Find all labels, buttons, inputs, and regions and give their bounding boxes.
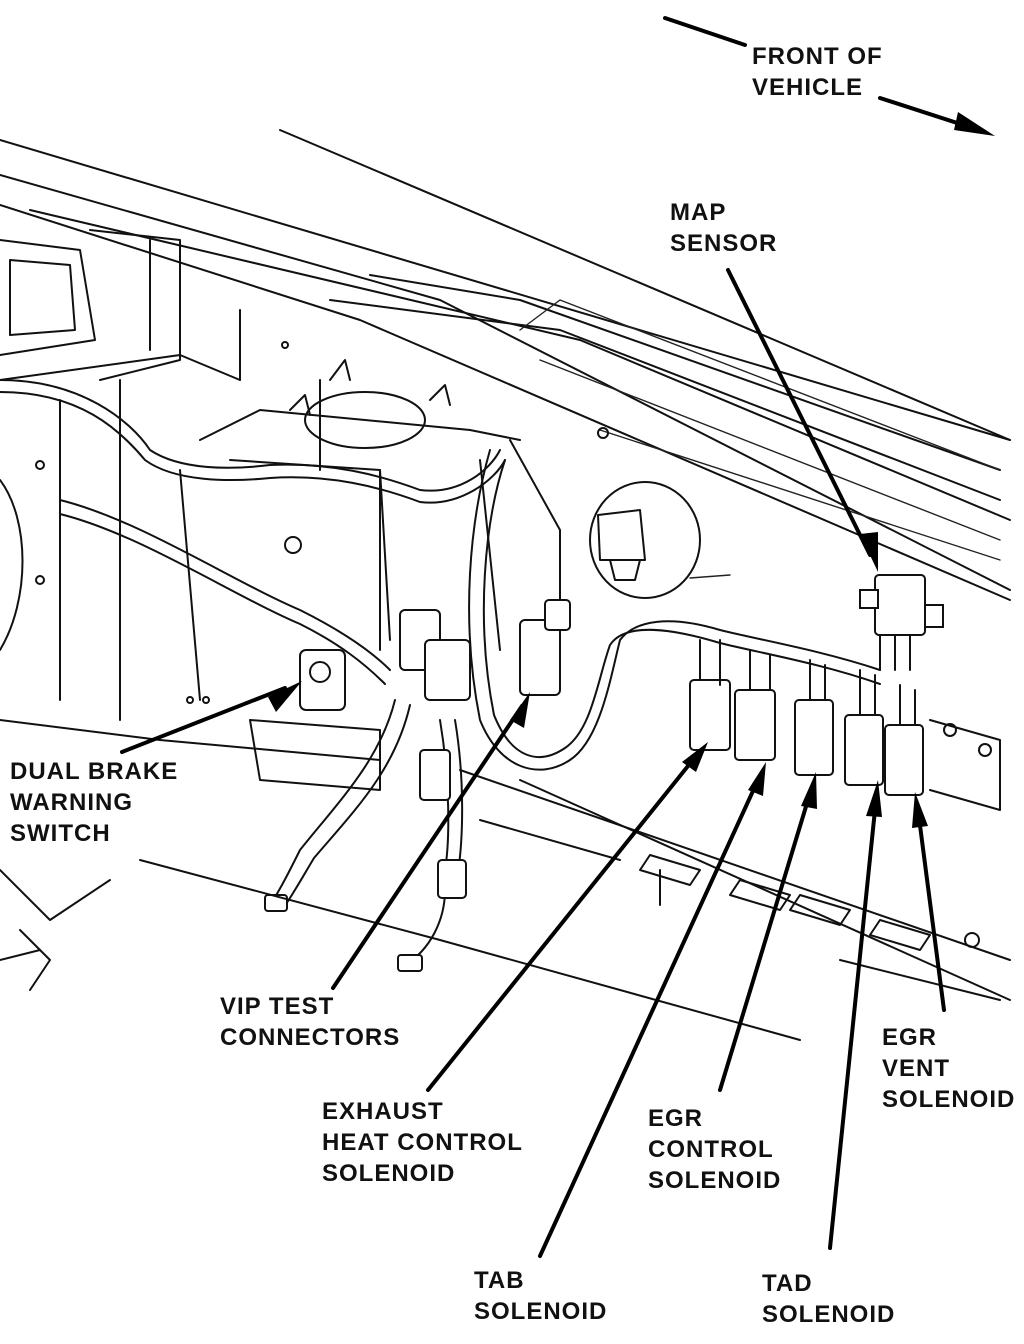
- tab-line-1: TAB: [474, 1267, 525, 1294]
- vip-test-connectors-label: VIP TEST CONNECTORS: [220, 991, 400, 1053]
- exhaust-line-3: SOLENOID: [322, 1160, 456, 1187]
- egr-vent-line-1: EGR: [882, 1024, 938, 1051]
- map-sensor-line-2: SENSOR: [670, 230, 778, 257]
- exhaust-line-1: EXHAUST: [322, 1098, 444, 1125]
- arrow-right-down-icon: [663, 16, 995, 136]
- tad-line-2: SOLENOID: [762, 1301, 896, 1328]
- egr-control-line-3: SOLENOID: [648, 1167, 782, 1194]
- egr-control-solenoid-label: EGR CONTROL SOLENOID: [648, 1103, 781, 1196]
- tad-solenoid-label: TAD SOLENOID: [762, 1268, 895, 1330]
- vip-test-line-2: CONNECTORS: [220, 1024, 401, 1051]
- egr-vent-solenoid-label: EGR VENT SOLENOID: [882, 1022, 1015, 1115]
- exhaust-heat-control-solenoid-label: EXHAUST HEAT CONTROL SOLENOID: [322, 1096, 523, 1189]
- tab-line-2: SOLENOID: [474, 1298, 608, 1325]
- map-sensor-line-1: MAP: [670, 199, 727, 226]
- front-of-vehicle-line-2: VEHICLE: [752, 74, 864, 101]
- wiring-harness: [0, 379, 881, 972]
- exhaust-line-2: HEAT CONTROL: [322, 1129, 523, 1156]
- egr-control-line-1: EGR: [648, 1105, 704, 1132]
- egr-vent-line-2: VENT: [882, 1055, 951, 1082]
- brake-switch-area: [249, 599, 571, 801]
- vip-test-line-1: VIP TEST: [220, 993, 335, 1020]
- map-sensor-label: MAP SENSOR: [670, 197, 777, 259]
- front-of-vehicle-label: FRONT OF VEHICLE: [752, 41, 883, 103]
- egr-control-line-2: CONTROL: [648, 1136, 774, 1163]
- center-structure: [199, 359, 561, 651]
- lower-structure: [0, 769, 1011, 1041]
- dual-brake-line-3: SWITCH: [10, 820, 111, 847]
- cowl-panel: [0, 129, 1011, 601]
- solenoid-bank: [689, 639, 1001, 811]
- map-sensor: [859, 574, 944, 671]
- leader-arrow-icon: [120, 268, 946, 1258]
- reservoir: [589, 481, 731, 599]
- left-structure: [0, 229, 609, 761]
- dual-brake-line-2: WARNING: [10, 789, 133, 816]
- egr-vent-line-3: SOLENOID: [882, 1086, 1016, 1113]
- front-of-vehicle-line-1: FRONT OF: [752, 43, 883, 70]
- dual-brake-warning-switch-label: DUAL BRAKE WARNING SWITCH: [10, 756, 178, 849]
- dual-brake-line-1: DUAL BRAKE: [10, 758, 179, 785]
- tab-solenoid-label: TAB SOLENOID: [474, 1265, 607, 1327]
- tad-line-1: TAD: [762, 1270, 813, 1297]
